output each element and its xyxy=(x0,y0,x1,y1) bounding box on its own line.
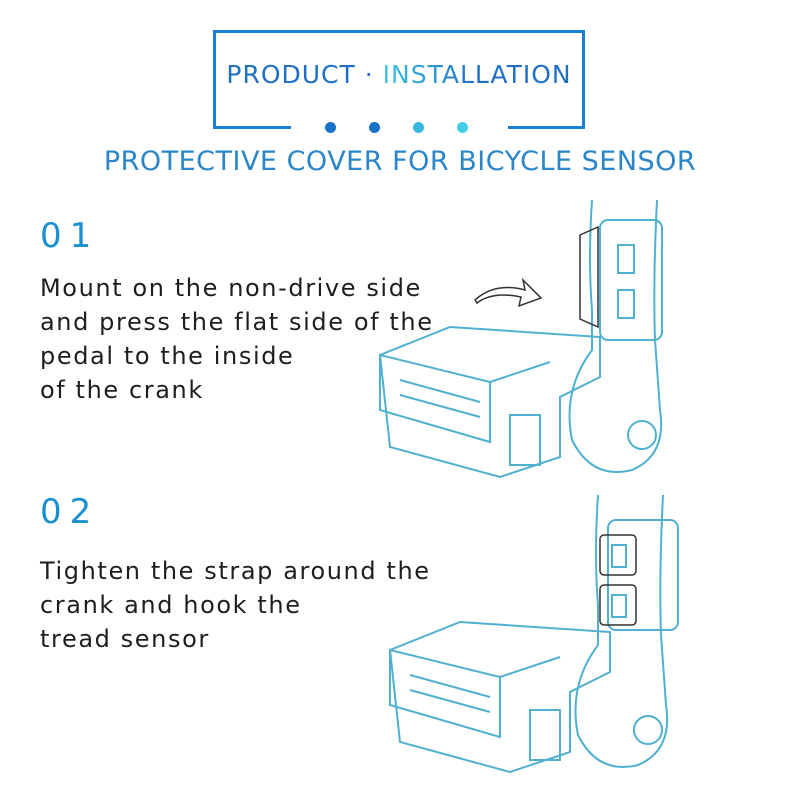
decor-dot xyxy=(413,122,424,133)
title-product: PRODUCT · xyxy=(226,60,383,89)
frame-divider-right xyxy=(508,126,585,129)
step-2-pedal-crank-illustration xyxy=(388,494,679,774)
step-1-line: pedal to the inside xyxy=(40,342,295,370)
step-1-pedal-crank-illustration xyxy=(378,199,663,479)
step-2-number: 02 xyxy=(40,492,100,532)
decor-dot xyxy=(369,122,380,133)
crank-arm xyxy=(568,199,663,473)
step-1-line: Mount on the non-drive side xyxy=(40,274,422,302)
step-2-text: Tighten the strap around the crank and h… xyxy=(40,554,431,656)
decor-dot xyxy=(457,122,468,133)
pedal-body xyxy=(378,325,601,479)
pedal-body xyxy=(388,620,611,774)
crank-arm xyxy=(574,494,669,768)
step-1-number: 01 xyxy=(40,216,100,256)
page-title: PRODUCT · INSTALLATION xyxy=(213,60,585,89)
sensor xyxy=(599,219,663,341)
title-frame xyxy=(213,30,585,129)
step-2-line: crank and hook the xyxy=(40,591,302,619)
step-2-line: tread sensor xyxy=(40,625,210,653)
strap xyxy=(599,534,637,576)
title-installation: INSTALLATION xyxy=(382,60,572,89)
step-1-line: and press the flat side of the xyxy=(40,308,434,336)
decor-dot xyxy=(325,122,336,133)
arrow-icon xyxy=(474,277,543,308)
page-subtitle: PROTECTIVE COVER FOR BICYCLE SENSOR xyxy=(103,146,697,177)
step-2-line: Tighten the strap around the xyxy=(40,557,431,585)
step-1-line: of the crank xyxy=(40,376,204,404)
step-1-text: Mount on the non-drive side and press th… xyxy=(40,271,434,407)
frame-divider-left xyxy=(213,126,291,129)
